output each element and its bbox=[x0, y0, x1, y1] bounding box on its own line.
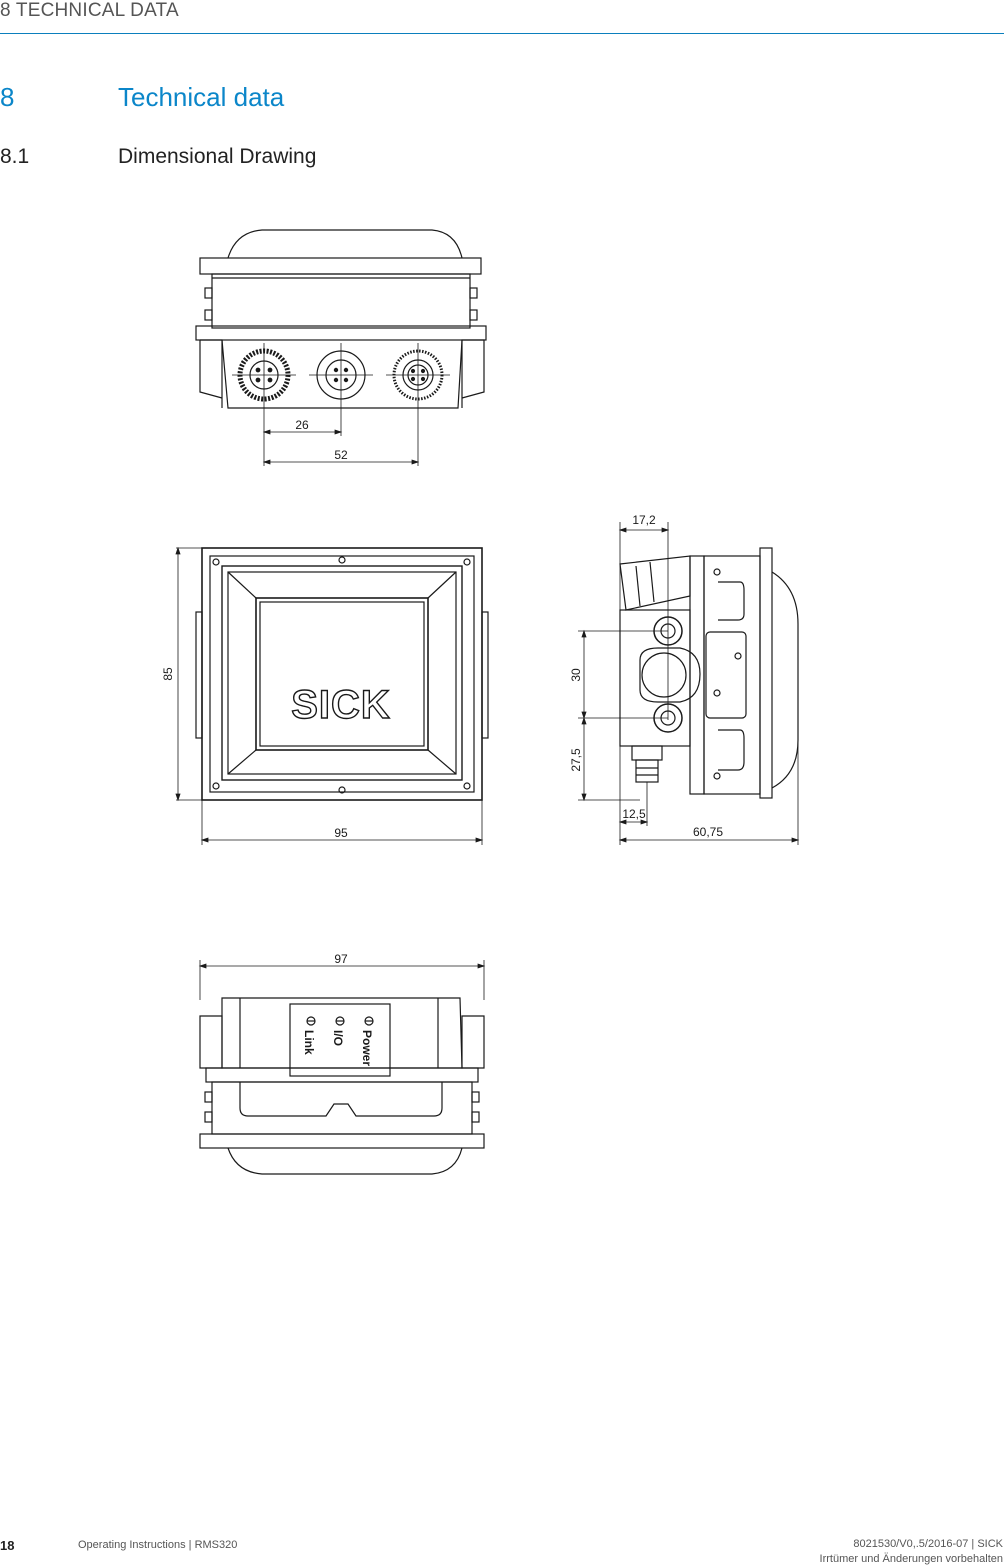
sick-logo: SICK bbox=[291, 683, 391, 727]
dimension-label: 30 bbox=[569, 668, 583, 682]
bottom-view-dimensions bbox=[198, 960, 486, 1000]
front-view: SICK 85 95 bbox=[161, 546, 489, 845]
side-view-dimensions bbox=[578, 522, 800, 845]
dimension-label: 85 bbox=[161, 667, 175, 681]
led-label-io: I/O bbox=[331, 1030, 345, 1046]
dimension-label: 52 bbox=[334, 448, 348, 462]
side-view: 17,2 30 27,5 12,5 60,75 bbox=[569, 513, 800, 845]
dimension-label: 60,75 bbox=[693, 825, 723, 839]
dimension-label: 27,5 bbox=[569, 748, 583, 772]
top-view-dimensions bbox=[262, 429, 420, 465]
dimension-label: 97 bbox=[334, 952, 348, 966]
section-number: 8 bbox=[0, 82, 15, 112]
subsection-number: 8.1 bbox=[0, 145, 30, 168]
dimension-label: 12,5 bbox=[622, 807, 646, 821]
running-header: 8 TECHNICAL DATA bbox=[0, 0, 179, 21]
led-indicators bbox=[306, 1016, 374, 1026]
footer-doc-title: Operating Instructions | RMS320 bbox=[78, 1539, 238, 1551]
subsection-title: Dimensional Drawing bbox=[118, 145, 317, 168]
page-number: 18 bbox=[0, 1538, 15, 1553]
dimension-label: 17,2 bbox=[632, 513, 656, 527]
front-view-housing bbox=[201, 547, 483, 801]
led-panel bbox=[289, 1003, 391, 1077]
front-window bbox=[255, 597, 429, 751]
bottom-view: 97 Link I/O Power bbox=[198, 952, 486, 1175]
dimension-label: 26 bbox=[295, 418, 309, 432]
footer-doc-id: 8021530/V0,.5/2016-07 | SICK bbox=[853, 1538, 1003, 1550]
bottom-view-dome bbox=[227, 1147, 463, 1175]
header-rule bbox=[0, 33, 1004, 34]
footer-disclaimer: Irrtümer und Änderungen vorbehalten bbox=[819, 1553, 1003, 1565]
top-view-body bbox=[211, 273, 471, 329]
screw-holes bbox=[212, 556, 471, 794]
dimension-label: 95 bbox=[334, 826, 348, 840]
top-view-rim bbox=[199, 257, 482, 275]
footer-right: 8021530/V0,.5/2016-07 | SICK Irrtümer un… bbox=[820, 1537, 1003, 1567]
side-view-dome bbox=[771, 571, 799, 789]
top-view-dome bbox=[227, 229, 463, 259]
top-view: 26 52 bbox=[195, 229, 487, 466]
led-label-link: Link bbox=[302, 1030, 316, 1055]
cable-gland bbox=[619, 555, 691, 611]
section-title: Technical data bbox=[118, 82, 285, 112]
led-label-power: Power bbox=[360, 1030, 374, 1066]
front-view-dimensions bbox=[175, 546, 484, 845]
